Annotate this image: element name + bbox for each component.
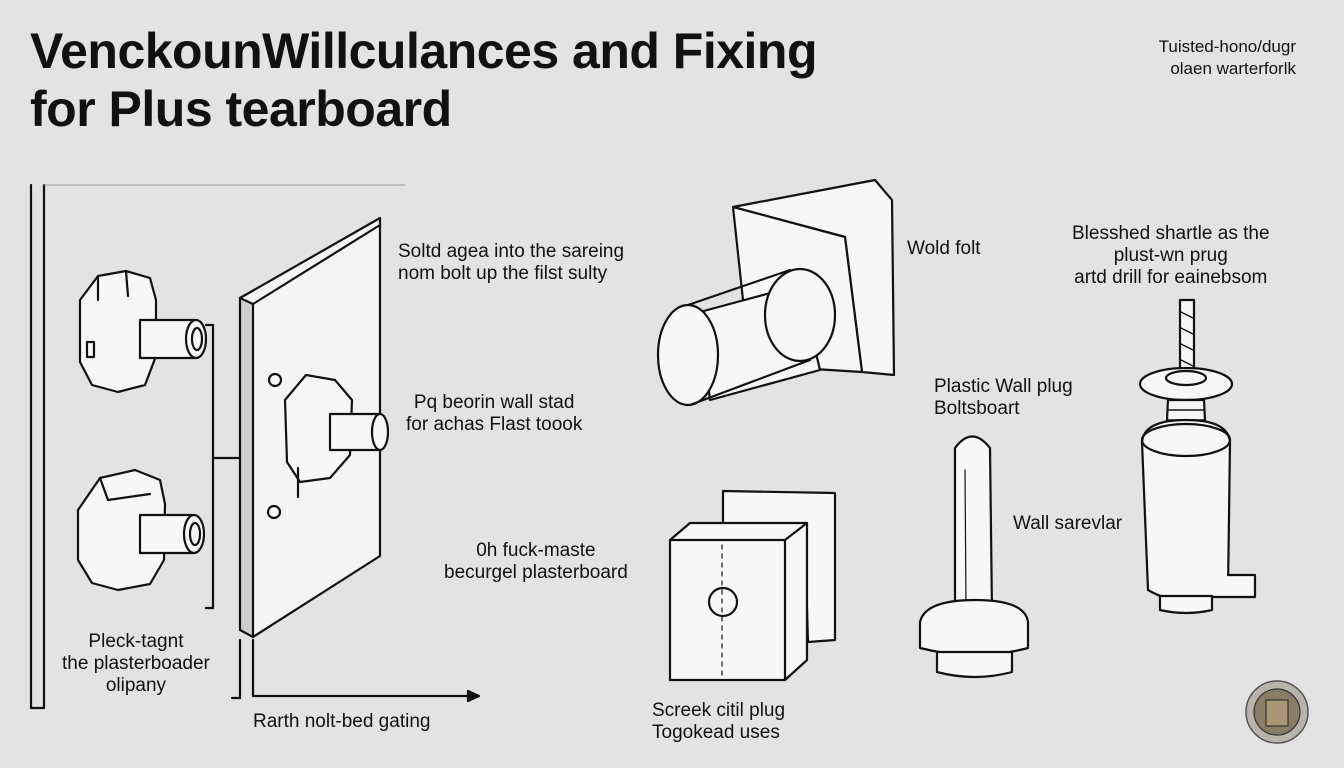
label-wall-sarevlar: Wall sarevlar xyxy=(1013,513,1122,535)
title-line-1: VenckounWillculances and Fixing xyxy=(30,23,818,79)
label-blesshed-line-1: Blesshed shartle as the xyxy=(1072,223,1270,244)
label-solid-edge: Soltd agea into the sareing nom bolt up … xyxy=(398,241,624,285)
label-fleck-line-1: Pleck-tagnt xyxy=(88,631,184,652)
corner-seal-icon xyxy=(1245,680,1309,744)
plasterboard-cube xyxy=(668,489,837,682)
label-screek-line-1: Screek citil plug xyxy=(652,700,786,721)
dimension-lines xyxy=(204,323,481,703)
label-screek-line-2: Togokead uses xyxy=(652,722,780,743)
label-fuck-maste-line-1: 0h fuck-maste xyxy=(476,540,596,561)
label-earth-line-1: Rarth nolt-bed gating xyxy=(253,711,431,732)
label-blesshed-line-3: artd drill for eainebsom xyxy=(1074,267,1268,288)
upper-anchor-head xyxy=(78,269,208,394)
plastic-wall-plug xyxy=(918,435,1030,679)
plasterboard-panel xyxy=(238,216,390,639)
label-fleck-line-2: the plasterboader xyxy=(62,653,210,674)
diagram-title: VenckounWillculances and Fixing for Plus… xyxy=(30,22,818,138)
corner-note: Tuisted-hono/dugr olaen warterforlk xyxy=(1159,36,1296,80)
label-fuck-maste-line-2: becurgel plasterboard xyxy=(444,562,628,583)
wall-frame xyxy=(29,183,406,710)
label-wold: Wold folt xyxy=(907,238,981,260)
label-earth: Rarth nolt-bed gating xyxy=(253,711,430,733)
label-fuck-maste: 0h fuck-maste becurgel plasterboard xyxy=(444,540,628,584)
label-solid-edge-line-2: nom bolt up the filst sulty xyxy=(398,263,608,284)
corner-note-line-2: olaen warterforlk xyxy=(1170,59,1296,78)
label-fleck-line-3: olipany xyxy=(105,675,167,696)
screw-sleeve-fixing xyxy=(1138,298,1257,615)
title-line-2: for Plus tearboard xyxy=(30,81,452,137)
lower-anchor-head xyxy=(76,468,206,592)
label-bearing: Pq beorin wall stad for achas Flast tooo… xyxy=(406,392,582,436)
label-plastic-plug: Plastic Wall plug Boltsboart xyxy=(934,376,1073,420)
label-blesshed-line-2: plust-wn prug xyxy=(1113,245,1228,266)
label-blesshed: Blesshed shartle as the plust-wn prug ar… xyxy=(1072,223,1270,289)
corner-note-line-1: Tuisted-hono/dugr xyxy=(1158,37,1296,56)
label-screek: Screek citil plug Togokead uses xyxy=(652,700,785,744)
label-plastic-plug-line-2: Boltsboart xyxy=(934,398,1020,419)
label-bearing-line-2: for achas Flast toook xyxy=(406,414,583,435)
label-wold-line-1: Wold folt xyxy=(907,238,981,259)
label-fleck: Pleck-tagnt the plasterboader olipany xyxy=(62,631,210,697)
label-wall-sarevlar-line-1: Wall sarevlar xyxy=(1013,513,1123,534)
label-plastic-plug-line-1: Plastic Wall plug xyxy=(934,376,1073,397)
label-solid-edge-line-1: Soltd agea into the sareing xyxy=(398,241,625,262)
wold-folt-fixing xyxy=(656,178,896,407)
label-bearing-line-1: Pq beorin wall stad xyxy=(413,392,575,413)
